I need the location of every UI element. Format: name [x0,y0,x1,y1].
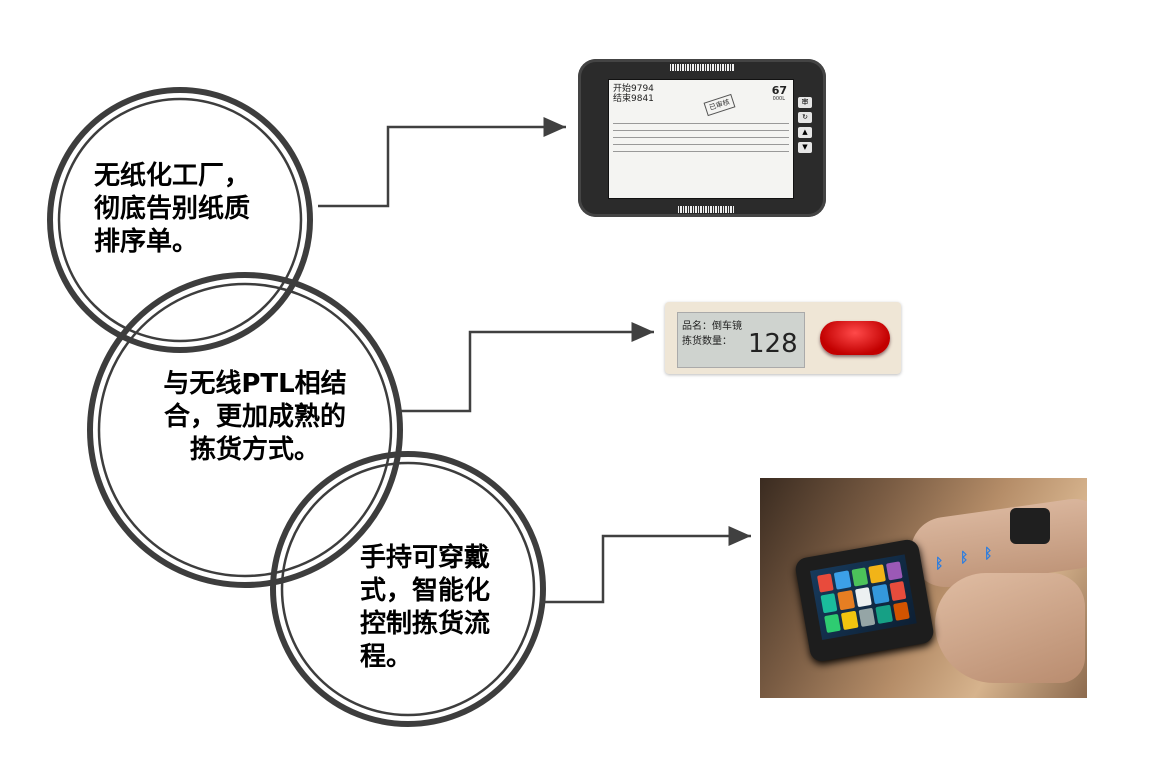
app-icon [858,607,876,627]
wearable-photo: ᛒ ᛒ ᛒ [760,478,1087,698]
ptl-quantity-value: 128 [748,329,798,359]
circle-ring-2 [87,272,403,588]
circle-3-line-1: 手持可穿戴 [360,543,491,573]
tablet-unit: 000L [772,96,785,102]
tablet-end: 结束9841 [613,94,654,104]
table-row [613,139,789,145]
barcode-top [670,64,734,71]
epaper-tablet-image: 开始9794 结束9841 67 000L 已审核 审 ↻ ▲ ▼ [578,59,826,217]
app-icon [837,590,855,610]
app-icon [841,610,859,630]
ring-scanner [1010,508,1050,544]
circle-2-line-2: 合，更加成熟的 [163,402,346,432]
tablet-stamp: 已审核 [703,93,736,117]
table-row [613,118,789,124]
app-icon [889,581,907,601]
app-icon [885,561,903,581]
tablet-start: 开始9794 [613,84,654,94]
app-icon [871,584,890,604]
circle-3-line-3: 控制拣货流 [360,609,491,639]
app-icon [824,613,842,633]
circle-3-line-2: 式，智能化 [360,576,491,606]
circle-ring-3 [270,451,546,727]
hand-shape [935,573,1085,683]
table-row [613,132,789,138]
table-row [613,146,789,152]
circle-ring-1 [47,87,313,353]
circle-1-line-1: 无纸化工厂， [94,161,251,191]
circle-2-line-1: 与无线PTL相结 [163,369,347,399]
tablet-range: 开始9794 结束9841 [613,84,654,104]
circle-2-line-3: 拣货方式。 [189,435,320,465]
tablet-screen: 开始9794 结束9841 67 000L 已审核 [608,79,794,199]
ptl-quantity-label: 拣货数量： [682,336,732,347]
circle-1-text: 无纸化工厂， 彻底告别纸质 排序单。 [94,160,284,259]
tablet-refresh-button: ↻ [798,112,812,123]
bluetooth-icon: ᛒ [984,546,993,562]
ptl-screen: 品名：倒车镜 拣货数量： 128 [677,312,805,368]
app-icon [851,567,869,587]
tablet-table [613,118,789,153]
tablet-buttons: 审 ↻ ▲ ▼ [798,97,814,157]
tablet-down-button: ▼ [798,142,812,153]
app-icon [892,601,910,621]
barcode-bottom [678,206,734,213]
connector-3 [540,526,751,604]
app-icon [834,570,852,590]
app-icon [854,587,872,607]
circle-3-line-4: 程。 [360,642,413,672]
app-icon [817,573,835,593]
connector-2 [398,322,654,413]
app-icon [875,604,893,624]
circle-1-line-2: 彻底告别纸质 [94,194,251,224]
tablet-number: 67 [771,84,787,97]
app-icon [868,564,886,584]
circle-2-text: 与无线PTL相结 合，更加成熟的 拣货方式。 [150,368,360,467]
circle-1-line-3: 排序单。 [94,227,199,257]
ptl-product-label: 品名：倒车镜 [682,321,742,332]
connector-1 [318,117,566,208]
table-row [613,125,789,131]
bluetooth-icon: ᛒ [960,550,969,566]
ptl-tag-image: 品名：倒车镜 拣货数量： 128 [665,302,901,374]
app-icon [820,593,838,613]
tablet-up-button: ▲ [798,127,812,138]
circle-3-text: 手持可穿戴 式，智能化 控制拣货流 程。 [360,542,510,674]
wrist-terminal [793,537,936,664]
bluetooth-icon: ᛒ [935,556,944,572]
tablet-approve-button: 审 [798,97,812,108]
ptl-confirm-button [820,321,890,355]
wrist-terminal-screen [810,554,917,640]
